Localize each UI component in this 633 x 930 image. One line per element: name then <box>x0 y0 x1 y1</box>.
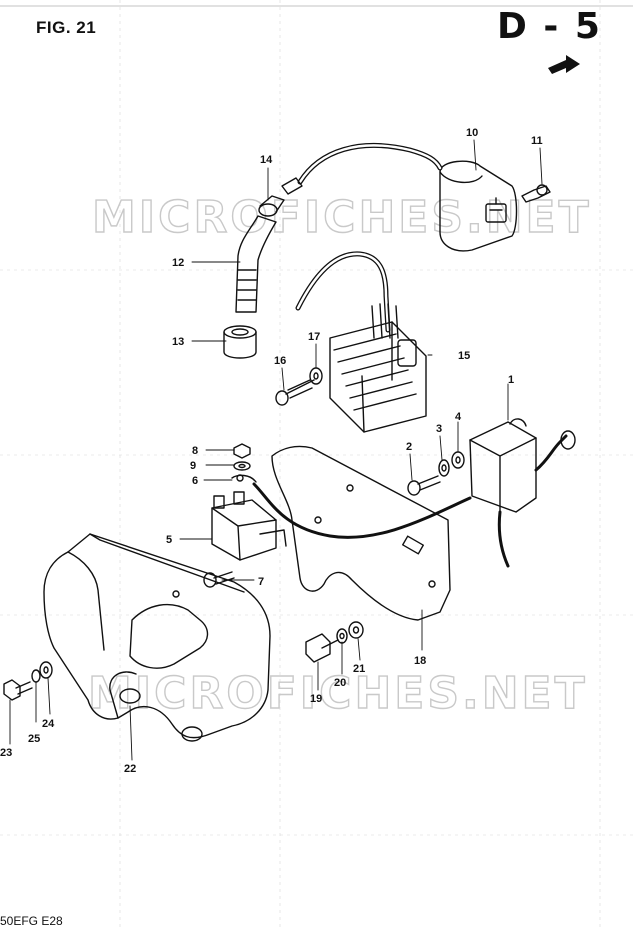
part-label-24: 24 <box>42 718 55 730</box>
part-label-14: 14 <box>260 154 273 166</box>
cover-bolt <box>3 679 33 701</box>
bracket-washer-a <box>336 628 348 644</box>
part-label-19: 19 <box>310 693 322 705</box>
model-code: 50EFG E28 <box>0 914 63 928</box>
part-label-21: 21 <box>353 663 365 675</box>
part-label-22: 22 <box>124 763 136 775</box>
bracket-bolt <box>305 633 339 663</box>
part-label-11: 11 <box>531 135 543 147</box>
part-label-5: 5 <box>166 534 172 546</box>
part-label-10: 10 <box>466 127 478 139</box>
harness-wires <box>371 303 399 339</box>
front-arrow-icon <box>548 55 580 74</box>
part-label-3: 3 <box>436 423 442 435</box>
regulator-harness-inner <box>296 252 390 332</box>
part-label-18: 18 <box>414 655 426 667</box>
figure-title: FIG. 21 <box>36 18 97 37</box>
leader-lines <box>9 139 543 761</box>
starter-relay <box>211 491 287 561</box>
electrical-cover <box>43 533 271 742</box>
part-label-17: 17 <box>308 331 320 343</box>
relay-terminal <box>231 474 257 483</box>
watermark-bottom: MICROFICHES.NET <box>88 668 588 719</box>
mounting-bracket <box>271 445 451 621</box>
regulator-washer <box>309 367 323 385</box>
part-label-8: 8 <box>192 445 198 457</box>
part-labels: 1 2 3 4 5 6 7 8 9 10 11 12 13 14 15 16 1… <box>0 127 543 775</box>
part-label-1: 1 <box>508 374 514 386</box>
regulator-harness <box>295 251 391 333</box>
part-label-23: 23 <box>0 747 12 759</box>
cover-washer-b <box>39 661 53 679</box>
lead-seal <box>258 177 303 217</box>
part-label-9: 9 <box>190 460 196 472</box>
high-tension-lead-inner <box>298 144 442 184</box>
part-label-13: 13 <box>172 336 184 348</box>
part-label-7: 7 <box>258 576 264 588</box>
regulator-screw <box>275 379 315 406</box>
cdi-unit <box>469 418 576 568</box>
cover-washer-a <box>31 669 41 683</box>
high-tension-lead <box>297 142 443 185</box>
main-wire <box>252 482 472 539</box>
part-label-12: 12 <box>172 257 184 269</box>
starter-relay-washer <box>233 461 251 471</box>
regulator-rectifier <box>329 321 427 433</box>
part-label-15: 15 <box>458 350 470 362</box>
cdi-bolt <box>407 475 441 496</box>
starter-relay-nut <box>233 443 251 459</box>
part-label-4: 4 <box>455 411 462 423</box>
part-label-25: 25 <box>28 733 40 745</box>
cdi-washer-b <box>451 451 465 469</box>
part-label-16: 16 <box>274 355 286 367</box>
part-label-20: 20 <box>334 677 346 689</box>
spark-plug-cap <box>235 215 277 313</box>
bracket-washer-b <box>348 621 364 639</box>
plug-cap-cover <box>223 325 257 359</box>
part-label-2: 2 <box>406 441 412 453</box>
part-label-6: 6 <box>192 475 198 487</box>
cdi-washer-a <box>438 459 450 477</box>
section-code: D - 5 <box>497 6 602 47</box>
coil-bolt <box>521 184 551 203</box>
ignition-coil <box>439 160 518 252</box>
